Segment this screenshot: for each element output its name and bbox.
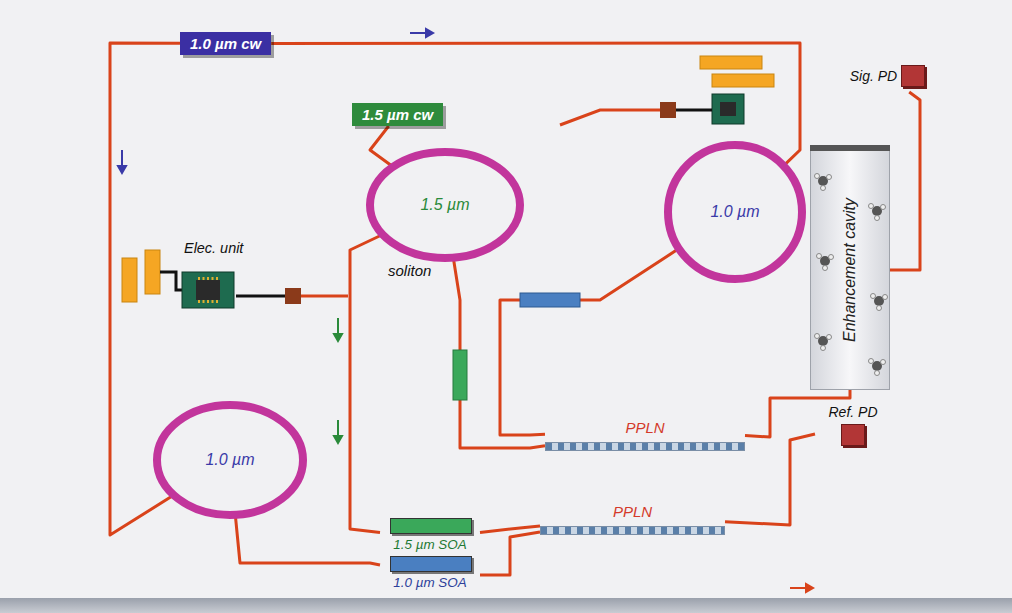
ring-waveguide bbox=[668, 145, 802, 279]
atom bbox=[821, 186, 826, 191]
waveguide bbox=[480, 526, 540, 532]
ppln-waveguide: PPLN bbox=[545, 405, 745, 455]
atom bbox=[815, 334, 820, 339]
substrate-edge bbox=[0, 598, 1012, 613]
atom bbox=[815, 174, 820, 179]
node-label: PPLN bbox=[613, 503, 652, 520]
poled-section bbox=[540, 526, 725, 535]
atom bbox=[877, 306, 882, 311]
tap-waveguide bbox=[301, 295, 348, 298]
chip-core bbox=[196, 280, 220, 300]
chip-pin bbox=[198, 300, 200, 303]
ring-waveguide bbox=[370, 152, 520, 258]
atom bbox=[883, 295, 888, 300]
electronic-unit: Elec. unit bbox=[170, 240, 280, 312]
chip-core bbox=[720, 102, 736, 116]
waveguide bbox=[110, 43, 180, 535]
direction-arrow bbox=[334, 318, 342, 443]
node-label: 1.5 µm cw bbox=[362, 106, 433, 123]
atom bbox=[875, 216, 880, 221]
atom bbox=[827, 175, 832, 180]
amplifier-body bbox=[390, 518, 472, 534]
atom bbox=[817, 254, 822, 259]
microring-resonator: 1.5 µm bbox=[365, 147, 525, 263]
node-label: 1.0 µm bbox=[710, 203, 759, 221]
waveguide bbox=[500, 249, 679, 435]
optical-amplifier: 1.5 µm SOA bbox=[380, 518, 480, 558]
node-label: Ref. PD bbox=[828, 404, 877, 420]
control-chip bbox=[180, 270, 236, 310]
photodetector bbox=[285, 288, 301, 304]
node-label: Sig. PD bbox=[850, 68, 897, 84]
chip-pin bbox=[216, 277, 218, 280]
atom bbox=[881, 360, 886, 365]
node-label: Enhancement cavity bbox=[841, 198, 859, 342]
node-label: Elec. unit bbox=[170, 240, 280, 256]
phase-modulator bbox=[520, 293, 580, 307]
tap-waveguide bbox=[560, 110, 660, 125]
heater-pad bbox=[145, 250, 160, 294]
waveguide bbox=[890, 92, 920, 270]
node-label: 1.0 µm cw bbox=[190, 35, 261, 52]
reference-photodetector: Ref. PD bbox=[815, 400, 891, 450]
heater-pad bbox=[700, 56, 762, 69]
heater-pad bbox=[712, 74, 774, 87]
waveguide bbox=[370, 126, 393, 167]
waveguide bbox=[480, 532, 540, 575]
control-wire bbox=[236, 295, 285, 298]
chip-pin bbox=[212, 277, 214, 280]
control-wire bbox=[676, 109, 712, 112]
atom bbox=[869, 204, 874, 209]
atom bbox=[871, 294, 876, 299]
node-label: 1.0 µm SOA bbox=[380, 575, 480, 590]
atom bbox=[829, 255, 834, 260]
waveguide bbox=[350, 235, 383, 533]
chip-pin bbox=[207, 300, 209, 303]
chip-board bbox=[182, 272, 234, 308]
amplifier-body bbox=[390, 556, 472, 572]
node-label: PPLN bbox=[625, 419, 664, 436]
microring-resonator: 1.0 µm bbox=[152, 400, 308, 520]
optical-amplifier: 1.0 µm SOA bbox=[380, 556, 480, 594]
microring-resonator: 1.0 µm bbox=[663, 140, 807, 284]
atom bbox=[821, 346, 826, 351]
node-label: 1.5 µm bbox=[420, 196, 469, 214]
waveguide bbox=[235, 515, 380, 565]
annotation-label: soliton bbox=[388, 262, 431, 279]
control-wire bbox=[160, 272, 182, 290]
atom bbox=[869, 359, 874, 364]
photodiode bbox=[841, 424, 865, 446]
poled-section bbox=[545, 442, 745, 451]
direction-arrow bbox=[118, 29, 813, 592]
chip-pin bbox=[203, 277, 205, 280]
chip-pin bbox=[203, 300, 205, 303]
atom bbox=[827, 335, 832, 340]
ppln-waveguide: PPLN bbox=[540, 495, 725, 539]
chip-pin bbox=[198, 277, 200, 280]
node-label: 1.0 µm bbox=[205, 451, 254, 469]
node-label: 1.5 µm SOA bbox=[380, 537, 480, 552]
atom bbox=[875, 371, 880, 376]
photodetector bbox=[660, 102, 676, 118]
atom bbox=[823, 266, 828, 271]
chip-pin bbox=[216, 300, 218, 303]
enhancement-cavity: Enhancement cavity bbox=[810, 150, 890, 390]
laser-source: 1.0 µm cw bbox=[180, 32, 271, 55]
heater-pad bbox=[122, 258, 137, 302]
signal-photodetector: Sig. PD bbox=[840, 60, 935, 92]
photodiode bbox=[901, 65, 925, 87]
chip-pin bbox=[207, 277, 209, 280]
phase-modulator bbox=[453, 350, 467, 400]
cavity-mirror bbox=[810, 145, 890, 151]
control-chip bbox=[712, 94, 744, 124]
atom bbox=[881, 205, 886, 210]
ring-waveguide bbox=[157, 405, 303, 515]
chip-pin bbox=[212, 300, 214, 303]
chip-substrate bbox=[0, 0, 1012, 598]
laser-source: 1.5 µm cw bbox=[352, 103, 443, 126]
